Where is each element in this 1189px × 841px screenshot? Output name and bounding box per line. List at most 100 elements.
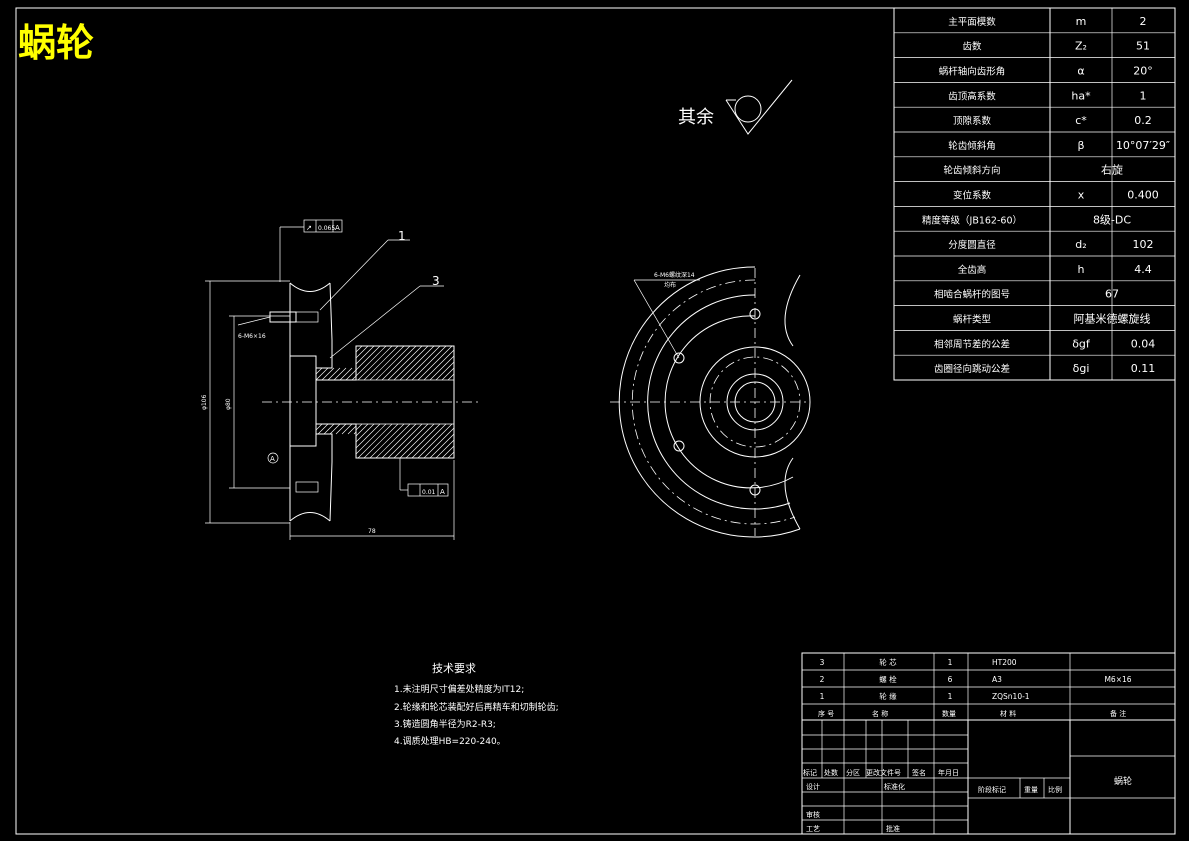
section-view xyxy=(205,219,478,540)
bom-note: M6×16 xyxy=(1104,675,1131,684)
tb-weight: 重量 xyxy=(1024,786,1038,794)
param-symbol: m xyxy=(1076,15,1087,28)
tol-top-ref: A xyxy=(335,224,340,232)
param-value: 1 xyxy=(1140,89,1147,102)
param-name: 变位系数 xyxy=(953,189,992,201)
tb-standardize: 标准化 xyxy=(884,782,905,791)
datum-label: A xyxy=(270,455,275,463)
param-value: 67 xyxy=(1105,288,1119,301)
end-view xyxy=(610,266,811,538)
bom-material: HT200 xyxy=(992,658,1017,667)
rev-header: 处数 xyxy=(824,768,838,777)
tb-stage-mark: 阶段标记 xyxy=(978,785,1006,794)
rev-header: 更改文件号 xyxy=(866,768,901,777)
rev-header: 标记 xyxy=(803,768,817,777)
rev-header: 分区 xyxy=(846,768,860,777)
bom-qty: 6 xyxy=(948,675,953,684)
dim-inner: φ80 xyxy=(225,398,232,410)
params-table: 主平面模数 m 2 齿数 Z₂ 51 蜗杆轴向齿形角 α 20° 齿顶高系数 ha* 1 顶隙系数 c* 0… xyxy=(893,7,1176,381)
param-symbol: α xyxy=(1077,64,1084,77)
tech-req-item: 1.未注明尺寸偏差处精度为IT12; xyxy=(394,683,524,695)
param-value: 51 xyxy=(1136,40,1150,53)
surface-finish-icon xyxy=(734,95,762,123)
bom-name: 螺 栓 xyxy=(879,674,897,684)
param-value: 2 xyxy=(1140,15,1147,28)
param-value: 右旋 xyxy=(1101,163,1123,177)
tech-req-item: 3.铸造圆角半径为R2-R3; xyxy=(394,718,496,730)
bom-header-note: 备 注 xyxy=(1110,709,1126,718)
param-symbol: δgf xyxy=(1072,337,1091,350)
param-symbol: h xyxy=(1078,263,1085,276)
param-value: 4.4 xyxy=(1134,263,1152,276)
tb-review: 审核 xyxy=(806,810,820,819)
param-symbol: β xyxy=(1077,139,1084,152)
title-block xyxy=(801,652,1176,835)
param-name: 轮齿倾斜方向 xyxy=(943,165,1000,177)
tb-process: 工艺 xyxy=(806,825,820,833)
bom-qty: 1 xyxy=(948,692,953,701)
rev-header: 年月日 xyxy=(938,768,959,777)
bolt-note-right-2: 均布 xyxy=(664,281,676,289)
param-name: 齿顶高系数 xyxy=(948,90,996,102)
dim-width: 78 xyxy=(368,528,376,535)
param-symbol: Z₂ xyxy=(1075,40,1087,53)
param-value: 0.2 xyxy=(1134,114,1152,127)
tol-top-symbol: ↗ xyxy=(306,224,312,232)
param-name: 顶隙系数 xyxy=(953,115,992,127)
param-symbol: ha* xyxy=(1071,89,1091,102)
bom-header-qty: 数量 xyxy=(942,709,956,718)
param-name: 蜗杆轴向齿形角 xyxy=(939,65,1006,77)
bom-no: 1 xyxy=(820,692,825,701)
param-value: 阿基米德螺旋线 xyxy=(1074,311,1151,325)
tol-top-value: 0.065 xyxy=(318,225,335,232)
param-symbol: δgi xyxy=(1073,362,1090,375)
rev-header: 签名 xyxy=(912,768,926,777)
tol-bottom-ref: A xyxy=(440,488,445,496)
balloon-1: 1 xyxy=(398,229,406,243)
param-name: 齿圈径向跳动公差 xyxy=(934,363,1010,375)
bom-material: ZQSn10-1 xyxy=(992,692,1030,701)
bom-material: A3 xyxy=(992,675,1002,684)
surface-finish-label: 其余 xyxy=(678,107,714,128)
param-value: 0.04 xyxy=(1131,337,1156,350)
drawing-title: 蜗轮 xyxy=(18,21,94,65)
bolt-note-left: 6-M6×16 xyxy=(238,333,266,340)
param-name: 精度等级（JB162-60） xyxy=(922,214,1022,226)
param-value: 20° xyxy=(1133,64,1153,77)
param-name: 相啮合蜗杆的图号 xyxy=(934,289,1010,301)
surface-finish: 其余 xyxy=(678,79,793,135)
param-value: 8级-DC xyxy=(1093,213,1131,226)
param-name: 分度圆直径 xyxy=(948,239,996,251)
param-symbol: x xyxy=(1078,188,1085,201)
param-value: 10°07′29″ xyxy=(1116,139,1170,152)
tb-scale: 比例 xyxy=(1048,785,1062,794)
bom-header-name: 名 称 xyxy=(872,709,888,718)
bom-name: 轮 芯 xyxy=(879,657,897,667)
bom-qty: 1 xyxy=(948,658,953,667)
bom-no: 3 xyxy=(820,658,825,667)
param-name: 齿数 xyxy=(962,41,982,53)
bolt-note-right: 6-M6螺纹深14 xyxy=(654,271,695,279)
balloon-3: 3 xyxy=(432,274,440,288)
drawing-border xyxy=(15,7,1176,835)
param-value: 0.11 xyxy=(1131,362,1156,375)
param-value: 102 xyxy=(1133,238,1154,251)
tech-req-item: 2.轮缘和轮芯装配好后再精车和切制轮齿; xyxy=(394,701,559,713)
tb-design: 设计 xyxy=(806,782,820,791)
bom-header-material: 材 料 xyxy=(1000,709,1016,718)
tol-bottom-value: 0.01 xyxy=(422,489,436,496)
param-symbol: c* xyxy=(1075,114,1087,127)
bom-no: 2 xyxy=(820,675,825,684)
param-name: 轮齿倾斜角 xyxy=(948,140,996,152)
bom-header-no: 序 号 xyxy=(818,709,834,718)
dim-outer: φ106 xyxy=(201,394,208,410)
tech-req-heading: 技术要求 xyxy=(432,662,476,675)
param-name: 蜗杆类型 xyxy=(953,313,992,325)
tb-approve: 批准 xyxy=(886,824,900,833)
param-value: 0.400 xyxy=(1127,188,1159,201)
param-name: 主平面模数 xyxy=(948,16,996,28)
tb-part-name: 蜗轮 xyxy=(1114,775,1132,787)
param-name: 全齿高 xyxy=(958,264,987,276)
